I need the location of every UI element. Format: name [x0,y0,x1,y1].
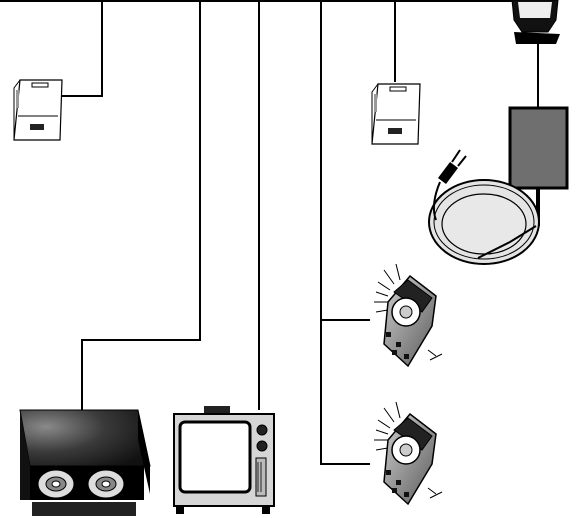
power-adapter-icon [428,106,569,265]
connector-lines [62,1,539,465]
disc-player-icon [19,409,151,516]
lamp-icon [511,0,560,44]
line-to-vcr [81,1,201,410]
ringing-phone-icon [374,263,443,368]
tv-icon [173,406,275,514]
ringing-phone-icon [374,401,443,506]
line-to-phones [320,1,370,465]
line-to-left-outlet [62,1,103,97]
wall-outlet-icon [371,83,421,145]
wall-outlet-icon [13,79,63,141]
